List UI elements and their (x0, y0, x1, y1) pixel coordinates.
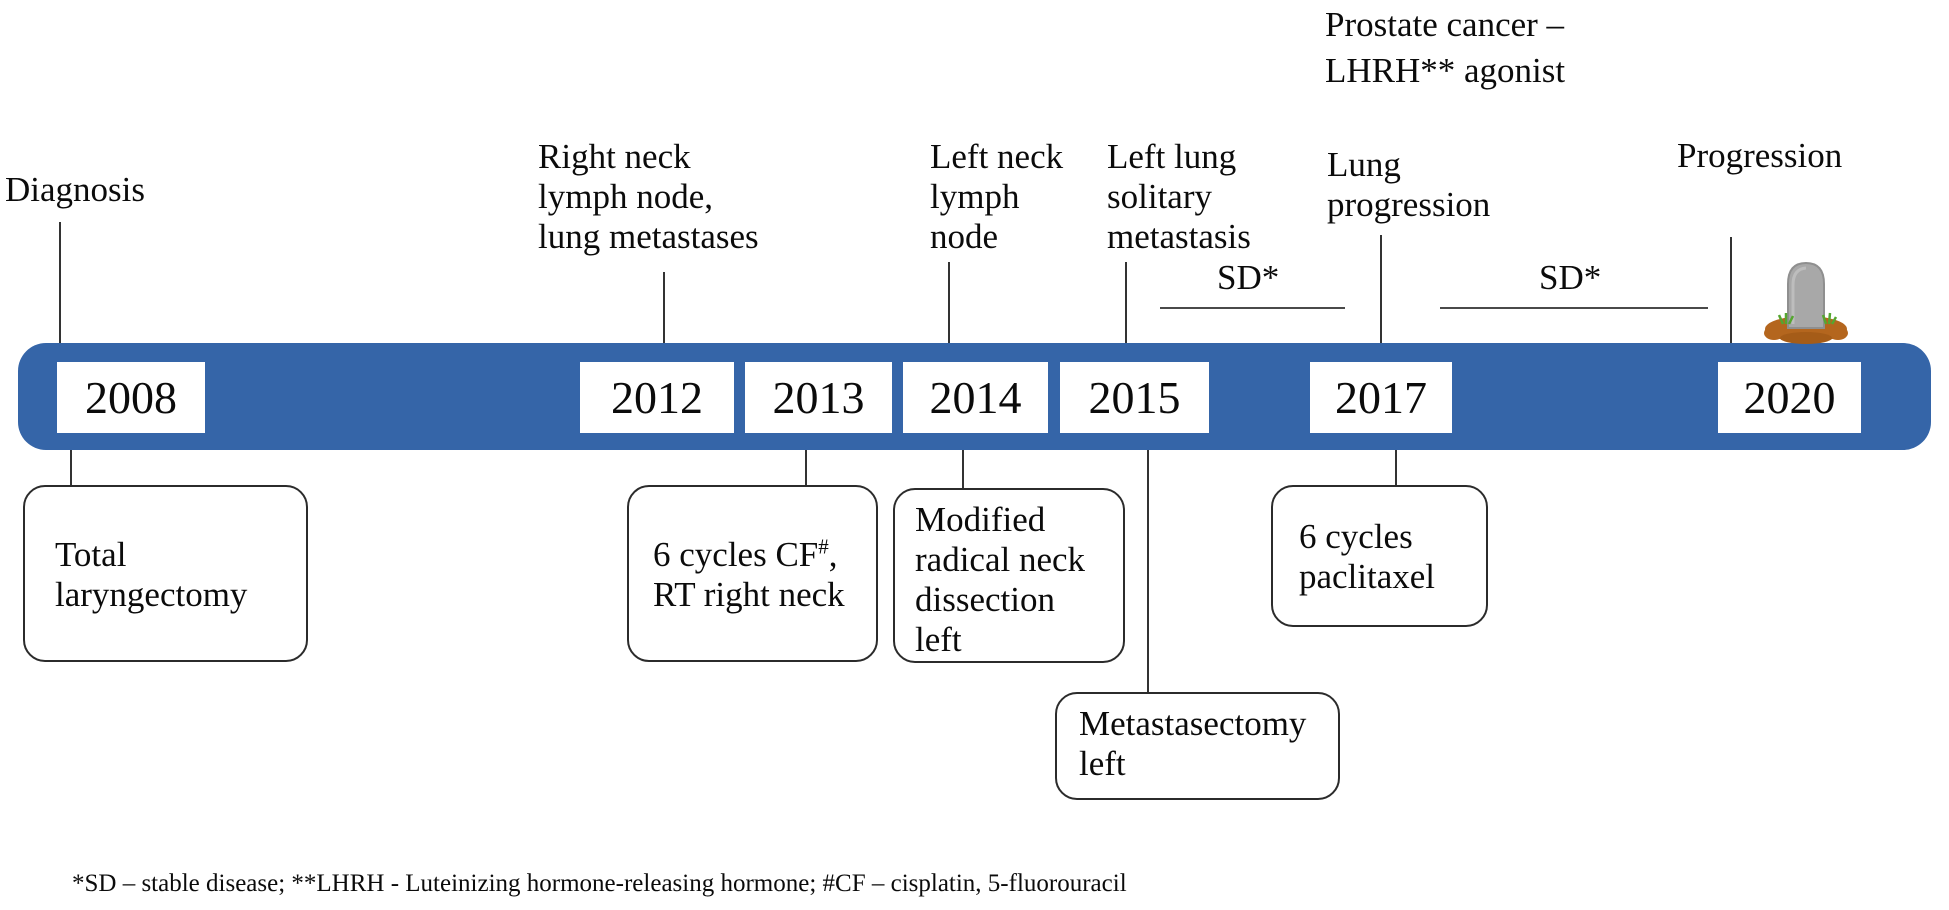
connector-line-4 (1125, 262, 1127, 343)
treatment-box-2: 6 cycles CF#,RT right neck (627, 485, 878, 662)
event-label-diagnosis: Diagnosis (5, 170, 145, 209)
connector-line-5 (1380, 235, 1382, 343)
sd-label-1: SD* (1217, 258, 1280, 297)
connector-line-1 (59, 222, 61, 343)
connector-line-6 (1730, 237, 1732, 343)
event-label-progression: Progression (1677, 136, 1843, 175)
year-box-2013: 2013 (745, 362, 892, 433)
sd-label-2: SD* (1539, 258, 1602, 297)
year-box-2015: 2015 (1060, 362, 1209, 433)
year-box-2008: 2008 (57, 362, 205, 433)
connector-line-10 (1147, 450, 1149, 694)
event-label-prostate-cancer: Prostate cancer –LHRH** agonist (1325, 5, 1566, 90)
year-box-2020: 2020 (1718, 362, 1861, 433)
connector-line-11 (1395, 450, 1397, 487)
connector-line-2 (663, 272, 665, 343)
sd-period-line-2 (1440, 307, 1708, 309)
connector-line-7 (70, 450, 72, 487)
connector-line-3 (948, 262, 950, 343)
year-box-2014: 2014 (903, 362, 1048, 433)
connector-line-8 (805, 450, 807, 487)
year-box-2012: 2012 (580, 362, 734, 433)
sd-period-line-1 (1160, 307, 1345, 309)
footnote: *SD – stable disease; **LHRH - Luteinizi… (72, 870, 1127, 897)
connector-line-9 (962, 450, 964, 490)
year-box-2017: 2017 (1310, 362, 1452, 433)
tombstone-icon (1764, 261, 1848, 344)
